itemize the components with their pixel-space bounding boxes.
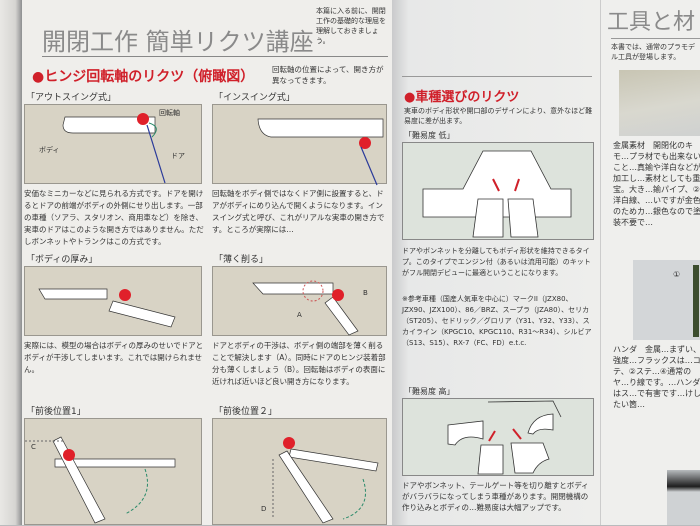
label-d: D — [261, 505, 267, 513]
panel-text: 回転軸をボディ側ではなくドア側に設置すると、ドアがボディにめり込んで開くようにな… — [212, 189, 385, 234]
soldering-iron-photo: ① — [633, 260, 700, 340]
tools-title: 工具と材 — [607, 10, 696, 35]
panel-text: ドアとボディの干渉は、ボディ側の端部を薄く削ることで解決します（A）。同時にドア… — [212, 341, 386, 386]
metal-materials-text: 金属素材 開閉化のキモ…プラ材でも出来ないこと…真鍮や洋白などが加工し…素材とし… — [613, 141, 700, 227]
page-title: 開閉工作 簡単リクツ講座 — [42, 28, 314, 56]
diagram-difficulty-low — [402, 142, 594, 240]
ic-photo — [667, 470, 700, 525]
section-heading: ●車種選びのリクツ — [404, 90, 520, 105]
section-heading: ●ヒンジ回転軸のリクツ（俯瞰図） — [32, 69, 255, 85]
car-parts-low-art — [422, 150, 572, 238]
title-rule — [402, 76, 592, 77]
inswing-diagram-art — [257, 118, 384, 186]
difficulty-high-text: ドアやボンネット、テールゲート等を切り離すとボディがバラバラになってしまう車種が… — [402, 481, 589, 512]
intro-text: 本篇に入る前に、開閉工作の基礎的な理屈を理解しておきましょう。 — [316, 7, 386, 45]
diagram-thin-shave: A B — [212, 266, 387, 336]
reference-models: ※参考車種（国産人気車を中心に）マークII（JZX80、JZX90、JZX100… — [402, 295, 592, 347]
difficulty-high-caption: 「難易度 高」 — [404, 387, 455, 396]
right-page: ●車種選びのリクツ 実車のボディ形状や開口部のデザインにより、意外なほど難易度に… — [392, 0, 600, 525]
panel-text: 実際には、模型の場合はボディの厚みのせいでドアとボディが干渉してしまいます。これ… — [24, 341, 204, 374]
section-intro: 実車のボディ形状や開口部のデザインにより、意外なほど難易度に差が出ます。 — [404, 107, 593, 125]
diagram-position-2: D — [212, 418, 387, 525]
label-body: ボディ — [39, 146, 60, 154]
soldering-iron — [693, 265, 699, 337]
previous-page-edge — [0, 0, 22, 525]
diagram-position-1: C — [24, 418, 202, 525]
solder-text: ハンダ 金属…まずい、強度…フラックスは…コテ、②ステ…④通常のヤ…り線です。…… — [613, 345, 700, 409]
label-b: B — [363, 289, 368, 297]
panel-caption: 「前後位置２」 — [214, 407, 278, 417]
panel-caption: 「ボディの厚み」 — [26, 255, 98, 265]
photo-marker: ① — [673, 270, 681, 279]
section-note: 回転軸の位置によって、開き方が異なってきます。 — [272, 65, 384, 85]
metal-materials-photo — [619, 70, 700, 136]
title-rule — [42, 56, 388, 57]
label-door: ドア — [171, 152, 185, 160]
difficulty-low-caption: 「難易度 低」 — [404, 131, 455, 140]
diagram-body-thickness — [24, 266, 202, 336]
panel-text: 安価なミニカーなどに見られる方式です。ドアを開けるとドアの前端がボディの外側にせ… — [24, 189, 204, 246]
difficulty-low-text: ドアやボンネットを分離してもボディ形状を維持できるタイプ。このタイプでエンジン付… — [402, 247, 591, 277]
thickness-diagram-art — [38, 288, 176, 328]
diagram-difficulty-high — [402, 398, 594, 476]
pivot-marker — [137, 113, 149, 125]
diagram-inswing — [212, 104, 387, 186]
label-pivot: 回転軸 — [159, 109, 180, 117]
outswing-diagram-art — [62, 113, 166, 184]
left-page: 開閉工作 簡単リクツ講座 本篇に入る前に、開閉工作の基礎的な理屈を理解しておきま… — [22, 0, 392, 525]
next-page: 工具と材 本書では、通常のプラモデル工具が登場します。 金属素材 開閉化のキモ…… — [600, 0, 700, 525]
tools-intro: 本書では、通常のプラモデル工具が登場します。 — [611, 43, 695, 61]
position1-diagram-art — [25, 436, 176, 524]
diagram-outswing: 回転軸 ボディ ドア — [24, 104, 202, 184]
position2-diagram-art — [272, 437, 379, 524]
car-parts-high-art — [447, 400, 562, 475]
label-c: C — [31, 443, 36, 451]
panel-caption: 「アウトスイング式」 — [26, 93, 117, 103]
panel-caption: 「前後位置1」 — [26, 407, 86, 417]
label-a: A — [297, 311, 302, 319]
panel-caption: 「薄く削る」 — [214, 255, 269, 265]
title-rule — [611, 38, 700, 39]
shave-diagram-art — [252, 280, 359, 336]
panel-caption: 「インスイング式」 — [214, 93, 295, 103]
